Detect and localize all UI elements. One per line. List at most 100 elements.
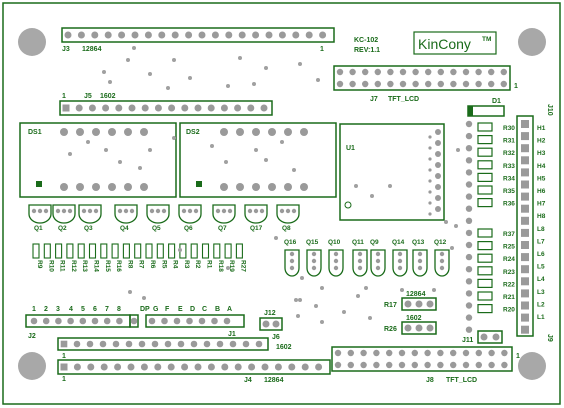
j5-ref: J5 [84, 93, 92, 100]
pin-pad [144, 31, 152, 39]
pin-pad [428, 190, 432, 194]
resistor-body [477, 147, 493, 157]
pin-pad [465, 229, 473, 237]
pin-pad [521, 289, 529, 298]
via [148, 148, 152, 152]
resistor-body [235, 243, 243, 259]
pin-pad [91, 317, 99, 325]
resistor-body [213, 243, 221, 259]
pin-pad [462, 80, 470, 88]
resistor-ref: R20 [503, 307, 515, 314]
resistor-ref: R34 [503, 175, 515, 182]
pin-pad [300, 128, 308, 136]
pin-pad [412, 68, 419, 76]
pin-pad [465, 120, 473, 128]
pin-pad [187, 208, 193, 214]
pin-pad [374, 68, 381, 76]
pin-pad [260, 104, 268, 112]
header-pin-label: B [215, 306, 220, 313]
via [450, 246, 454, 250]
via [226, 84, 230, 88]
via [128, 290, 132, 294]
pin-pad [103, 317, 111, 325]
channel-label: H6 [537, 188, 546, 195]
resistor-body [66, 243, 74, 259]
transistor-ref: Q17 [250, 225, 263, 232]
r26-part [401, 321, 437, 335]
pin-pad [417, 265, 423, 271]
via [388, 184, 392, 188]
r26-ref: R26 [384, 326, 397, 333]
pin-pad [62, 104, 70, 112]
pin-pad [450, 349, 457, 357]
transistor-body [434, 249, 450, 277]
pin-pad [124, 128, 132, 136]
pin-pad [428, 179, 432, 183]
j3-ref: J3 [62, 46, 70, 53]
pin-pad [112, 340, 120, 348]
pin-pad [236, 183, 244, 191]
pin-pad [259, 208, 265, 214]
pin-pad [129, 208, 135, 214]
pin-pad [450, 80, 457, 88]
via [364, 286, 368, 290]
pin-pad [357, 258, 363, 264]
pin-pad [521, 204, 529, 213]
pin-pad [88, 104, 96, 112]
transistor-ref: Q7 [218, 225, 227, 232]
via [166, 86, 170, 90]
pin-pad [501, 361, 508, 369]
resistor-ref: R21 [503, 294, 515, 301]
pin-pad [60, 128, 68, 136]
pin-pad [67, 208, 73, 214]
pin-pad [128, 104, 136, 112]
pin-pad [435, 173, 441, 179]
via [132, 46, 136, 50]
pin-pad [215, 208, 221, 214]
transistor-body [328, 249, 344, 277]
resistor-ref: R22 [503, 281, 515, 288]
pin-pad [127, 363, 135, 371]
resistor-ref: R36 [503, 201, 515, 208]
mount-hole-tl [18, 28, 46, 56]
pin-pad [521, 253, 529, 262]
via [238, 56, 242, 60]
pin-pad [425, 80, 432, 88]
pin-pad [104, 31, 112, 39]
pin-pad [412, 80, 419, 88]
pin-pad [428, 135, 432, 139]
pin-pad [311, 258, 317, 264]
pin-pad [43, 208, 49, 214]
via [432, 288, 436, 292]
resistor-body [477, 135, 493, 145]
j6-name: 1602 [276, 344, 292, 351]
resistor-ref: R24 [503, 256, 515, 263]
pin-pad [125, 340, 133, 348]
resistor-ref: R18 [217, 260, 224, 272]
right-resistor-column: R30R31R32R33R34R35R36R37R25R24R23R22R21R… [465, 120, 546, 333]
transistor-ref: Q5 [152, 225, 161, 232]
resistor-ref: R32 [503, 150, 515, 157]
transistor-ref: Q2 [58, 225, 67, 232]
header-pin-label: 8 [117, 306, 121, 313]
pin-pad [465, 253, 473, 261]
pin-pad [360, 361, 367, 369]
transistor-body [276, 204, 300, 224]
pin-pad [292, 31, 300, 39]
pin-pad [360, 349, 367, 357]
pin-pad [115, 104, 123, 112]
pin-pad [141, 104, 149, 112]
pin-pad [75, 104, 83, 112]
pin-pad [336, 80, 344, 88]
transistor-body [52, 204, 76, 224]
pin-pad [220, 104, 228, 112]
pin-pad [386, 349, 393, 357]
transistor-body [78, 204, 102, 224]
pin-pad [397, 258, 403, 264]
pin-pad [161, 208, 167, 214]
pin-pad [92, 128, 100, 136]
transistor-ref: Q16 [284, 239, 297, 246]
transistor-body [28, 204, 52, 224]
channel-label: L5 [537, 264, 545, 271]
